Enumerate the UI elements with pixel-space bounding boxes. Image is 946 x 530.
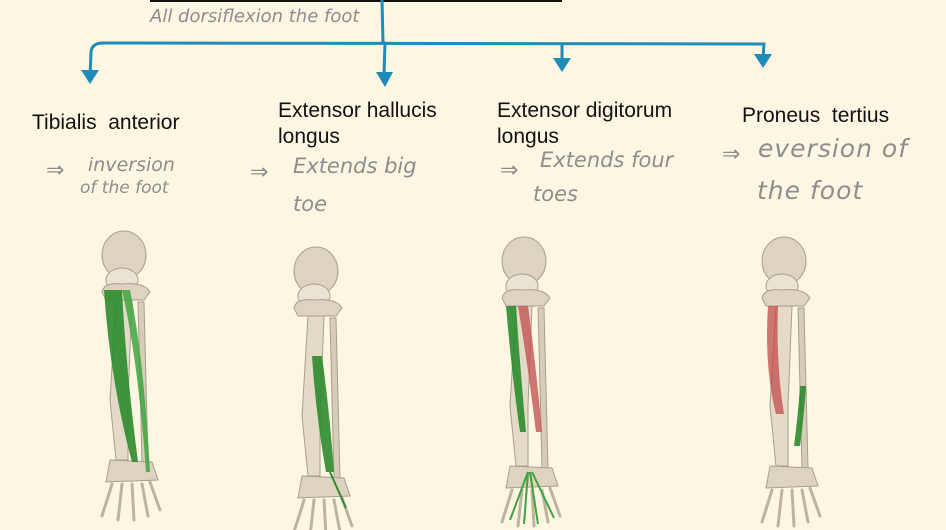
leg-extensor-digitorum-longus: [502, 237, 560, 526]
leg-peroneus-tertius: [762, 237, 820, 526]
leg-tibialis-anterior: [102, 231, 160, 520]
leg-extensor-hallucis-longus: [294, 247, 352, 530]
